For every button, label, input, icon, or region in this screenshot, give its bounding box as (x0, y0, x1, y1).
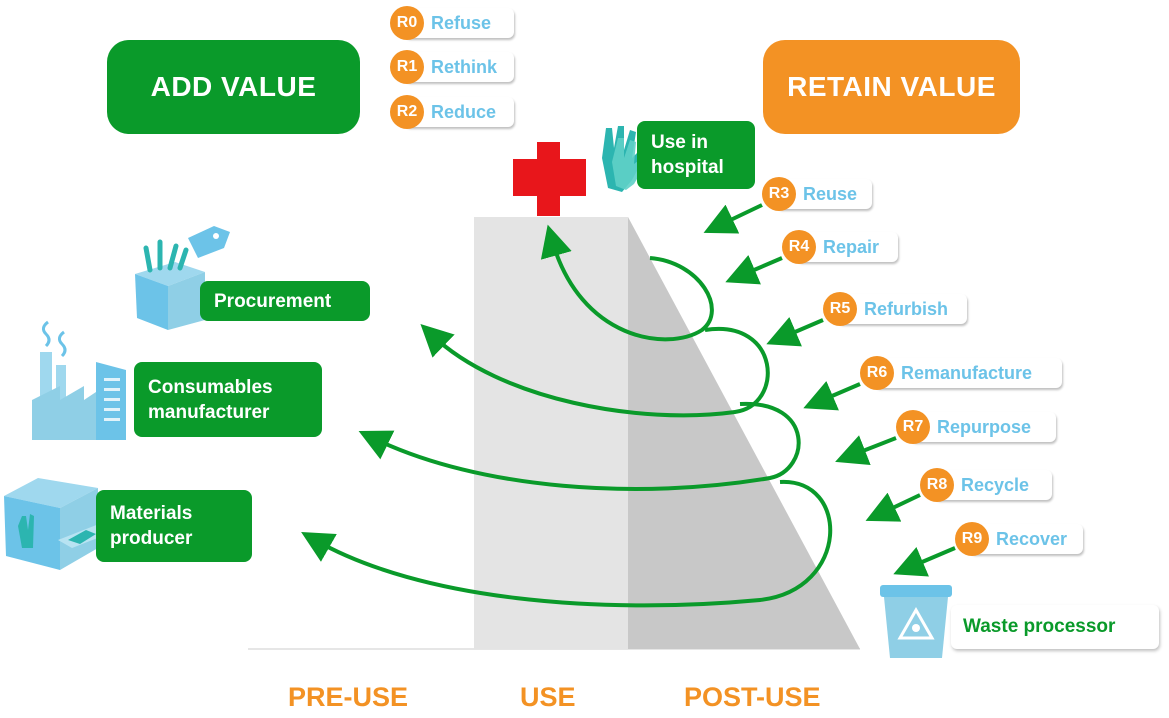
r4-label: Repair (823, 236, 880, 257)
r5-label: Refurbish (864, 298, 949, 319)
materials-producer-label: Materials producer (96, 490, 252, 562)
phase-pre-use: PRE-USE (288, 682, 409, 712)
r4-repair: R4 Repair (782, 230, 898, 264)
waste-processor-label: Waste processor (951, 605, 1159, 649)
use-in-hospital-label: Use in hospital (637, 121, 755, 189)
r2-reduce: R2 Reduce (390, 95, 514, 129)
biohazard-bin-icon (880, 585, 952, 658)
r0-refuse: R0 Refuse (390, 6, 514, 40)
r6-badge: R6 (860, 356, 894, 390)
r-arrows (703, 203, 956, 577)
loop-recycle (301, 479, 833, 608)
box-icon (135, 239, 205, 330)
r9-badge: R9 (955, 522, 989, 556)
post-use-slope (628, 217, 860, 649)
r1-label: Rethink (431, 56, 498, 77)
r0-badge: R0 (390, 6, 424, 40)
r0-label: Refuse (431, 12, 492, 33)
loop-repurpose (358, 401, 801, 491)
r3-reuse: R3 Reuse (762, 177, 872, 211)
r9-recover: R9 Recover (955, 522, 1083, 556)
use-column (474, 217, 628, 649)
r3-label: Reuse (803, 183, 858, 204)
r1-rethink: R1 Rethink (390, 50, 514, 84)
r3-badge: R3 (762, 177, 796, 211)
r9-label: Recover (996, 528, 1068, 549)
r7-label: Repurpose (937, 416, 1032, 437)
add-value-title: ADD VALUE (107, 40, 360, 134)
procurement-label: Procurement (200, 281, 370, 321)
r5-refurbish: R5 Refurbish (823, 292, 967, 326)
loop-reuse-repair (540, 224, 714, 342)
value-loops (301, 224, 833, 608)
factory-icon (32, 320, 126, 440)
loop-refurbish-remanufacture (420, 323, 770, 418)
r7-repurpose: R7 Repurpose (896, 410, 1056, 444)
r6-remanufacture: R6 Remanufacture (860, 356, 1062, 390)
r8-badge: R8 (920, 468, 954, 502)
r2-label: Reduce (431, 101, 497, 122)
r8-recycle: R8 Recycle (920, 468, 1052, 502)
medical-cross-icon (513, 142, 586, 216)
phase-post-use: POST-USE (684, 682, 821, 712)
r5-badge: R5 (823, 292, 857, 326)
r8-label: Recycle (961, 474, 1030, 495)
retain-value-title: RETAIN VALUE (763, 40, 1020, 134)
r7-badge: R7 (896, 410, 930, 444)
r1-badge: R1 (390, 50, 424, 84)
price-tag-icon (188, 226, 230, 258)
machine-icon (4, 478, 118, 570)
r2-badge: R2 (390, 95, 424, 129)
consumables-manufacturer-label: Consumables manufacturer (134, 362, 322, 437)
r4-badge: R4 (782, 230, 816, 264)
phase-use: USE (520, 682, 576, 712)
r6-label: Remanufacture (901, 362, 1033, 383)
